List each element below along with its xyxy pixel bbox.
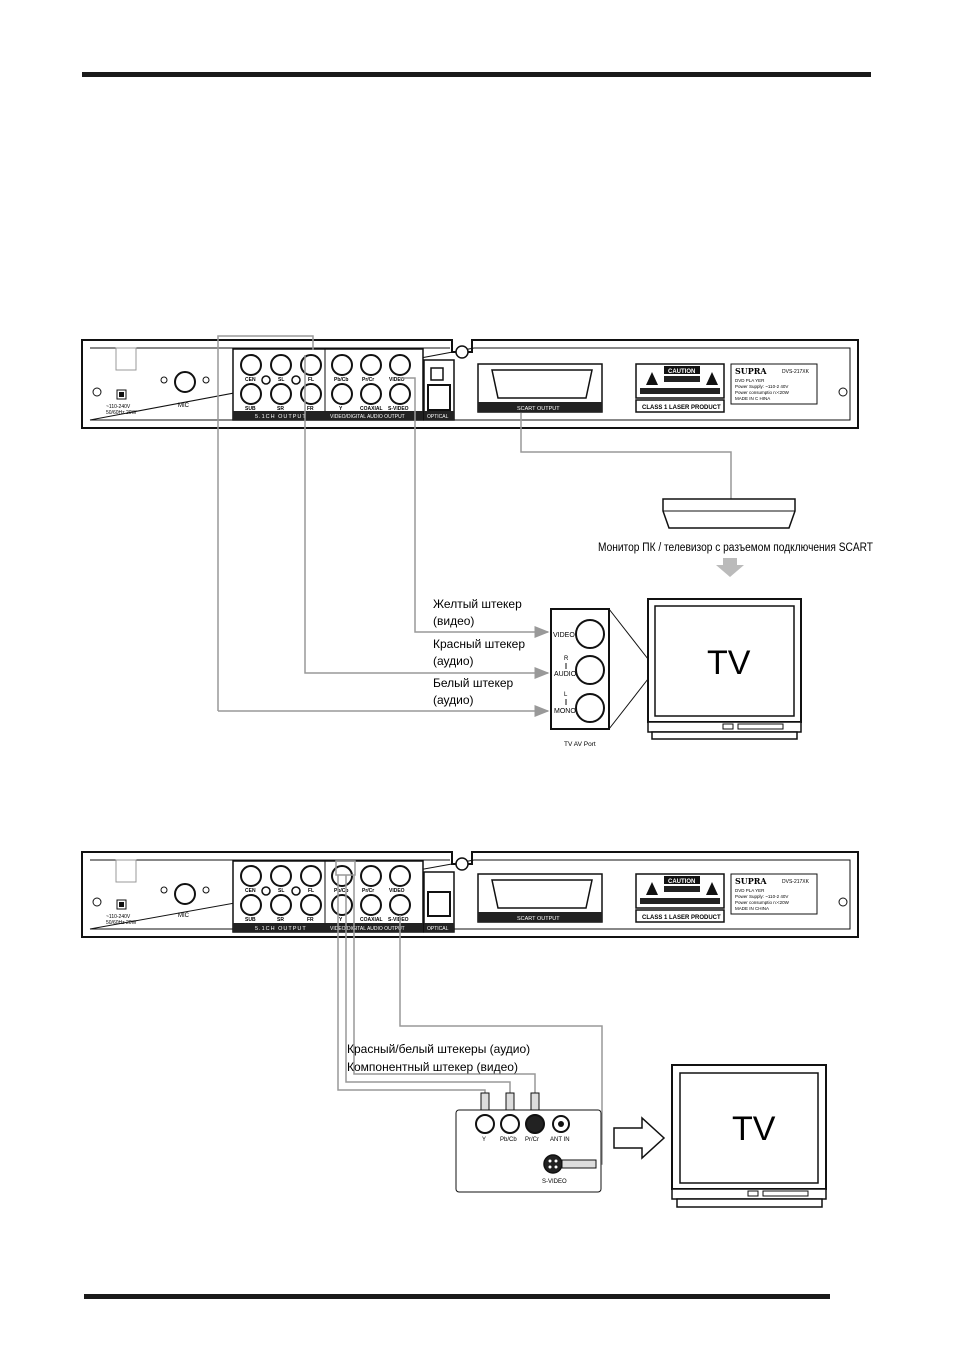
header-rule <box>82 72 871 77</box>
spec-line-1: DVD PLA YER <box>735 378 765 383</box>
jack-sl-2: SL <box>278 888 284 894</box>
tv-av-port-caption: TV AV Port <box>564 741 596 748</box>
red-plug-sub: (аудио) <box>433 654 474 668</box>
scart-output-label: SCART OUTPUT <box>517 406 560 412</box>
svideo-jack <box>543 1154 563 1174</box>
brand-label: SUPRA <box>735 366 767 376</box>
power-label-2: 50/60Hz 20W <box>106 410 137 416</box>
tv-av-port: VIDEO R AUDIO L MONO TV AV Port <box>550 608 649 748</box>
jack-sr-2: SR <box>277 917 284 923</box>
right-arrow-icon <box>613 1116 666 1160</box>
port-audio-label: AUDIO <box>554 671 577 678</box>
input-svideo-label: S-VIDEO <box>542 1179 567 1185</box>
component-plug-caption: Компонентный штекер (видео) <box>347 1060 518 1074</box>
port-video-label: VIDEO <box>553 632 575 639</box>
jack-coaxial: COAXIAL <box>360 406 383 412</box>
dvd-player-rear-panel-1: ~110-240V 50/60Hz 20W MIC CEN SL FL Pb/C… <box>81 339 859 429</box>
port-l-label: L <box>564 692 568 698</box>
jack-video: VIDEO <box>389 377 405 383</box>
jack-pb-2: Pb/Cb <box>334 888 348 894</box>
jack-pr-2: Pr/Cr <box>362 888 374 894</box>
spec-line-4: MADE IN C HINA <box>735 396 770 401</box>
optical-label-2: OPTICAL <box>427 926 449 932</box>
input-y-label: Y <box>482 1137 486 1143</box>
tv-label-2: TV <box>732 1110 776 1148</box>
tv-label-1: TV <box>707 644 751 682</box>
caution-title-2: CAUTION <box>668 879 695 885</box>
red-plug-label: Красный штекер <box>433 637 525 651</box>
jack-fr-2: FR <box>307 917 314 923</box>
port-r-label: R <box>564 656 569 662</box>
model-label: DVS-217XK <box>782 369 810 375</box>
jack-y-2: Y <box>339 917 343 923</box>
dvd-player-rear-panel-2: ~110-240V 50/60Hz 20W MIC CEN SL FL Pb/C… <box>81 851 859 938</box>
group-video-digital: VIDEO/DIGITAL AUDIO OUTPUT <box>330 414 405 420</box>
jack-sr: SR <box>277 406 284 412</box>
scart-output-label-2: SCART OUTPUT <box>517 916 560 922</box>
spec-line-1b: DVD PLA YER <box>735 888 765 893</box>
jack-fl: FL <box>308 377 314 383</box>
laser-label: CLASS 1 LASER PRODUCT <box>642 405 721 411</box>
jack-sl: SL <box>278 377 284 383</box>
group-51ch: 5.1CH OUTPUT <box>255 414 307 420</box>
spec-line-3: Power consumptio n:<20W <box>735 390 790 395</box>
spec-line-4b: MADE IN CHINA <box>735 906 769 911</box>
tv-input-panel: Y Pb/Cb Pr/Cr ANT IN S-VIDEO <box>455 1109 602 1193</box>
scart-connector <box>662 498 796 529</box>
mic-label: MIC <box>178 403 190 409</box>
jack-svideo: S-VIDEO <box>388 406 409 412</box>
power-label-2b: 50/60Hz 20W <box>106 920 137 926</box>
spec-line-2b: Power Supply: ~110-2 40V <box>735 894 788 899</box>
jack-sub-2: SUB <box>245 917 256 923</box>
input-pr-label: Pr/Cr <box>525 1137 539 1143</box>
mic-label-2: MIC <box>178 913 190 919</box>
jack-sub: SUB <box>245 406 256 412</box>
laser-label-2: CLASS 1 LASER PRODUCT <box>642 915 721 921</box>
jack-cen: CEN <box>245 377 256 383</box>
jack-cen-2: CEN <box>245 888 256 894</box>
jack-fl-2: FL <box>308 888 314 894</box>
jack-pb: Pb/Cb <box>334 377 348 383</box>
input-pb-label: Pb/Cb <box>500 1137 517 1143</box>
yellow-plug-sub: (видео) <box>433 614 474 628</box>
port-mono-label: MONO <box>554 708 576 715</box>
mic-jack <box>174 371 196 393</box>
tv-set-2 <box>671 1064 827 1208</box>
tv-set-1 <box>647 598 802 740</box>
jack-video-2: VIDEO <box>389 888 405 894</box>
optical-label: OPTICAL <box>427 414 449 420</box>
power-label-1: ~110-240V <box>106 404 131 410</box>
group-51ch-2: 5.1CH OUTPUT <box>255 926 307 932</box>
caution-title: CAUTION <box>668 369 695 375</box>
brand-label-2: SUPRA <box>735 876 767 886</box>
input-ant-label: ANT IN <box>550 1137 570 1143</box>
down-arrow-icon <box>716 558 744 577</box>
mic-jack-2 <box>174 883 196 905</box>
footer-rule <box>84 1294 830 1299</box>
jack-fr: FR <box>307 406 314 412</box>
power-label-1b: ~110-240V <box>106 914 131 920</box>
scart-caption: Монитор ПК / телевизор с разъемом подклю… <box>598 542 873 554</box>
yellow-plug-label: Желтый штекер <box>433 597 522 611</box>
audio-plugs-caption: Красный/белый штекеры (аудио) <box>347 1042 530 1056</box>
white-plug-label: Белый штекер <box>433 676 514 690</box>
model-label-2: DVS-217XK <box>782 879 810 885</box>
jack-y: Y <box>339 406 343 412</box>
jack-pr: Pr/Cr <box>362 377 374 383</box>
jack-svideo-2: S-VIDEO <box>388 917 409 923</box>
spec-line-3b: Power consumptio n:<20W <box>735 900 790 905</box>
white-plug-sub: (аудио) <box>433 693 474 707</box>
jack-coaxial-2: COAXIAL <box>360 917 383 923</box>
group-video-digital-2: VIDEO/DIGITAL AUDIO OUTPUT <box>330 926 405 932</box>
diagram1-cables <box>217 335 732 717</box>
spec-line-2: Power Supply: ~110-2 40V <box>735 384 788 389</box>
